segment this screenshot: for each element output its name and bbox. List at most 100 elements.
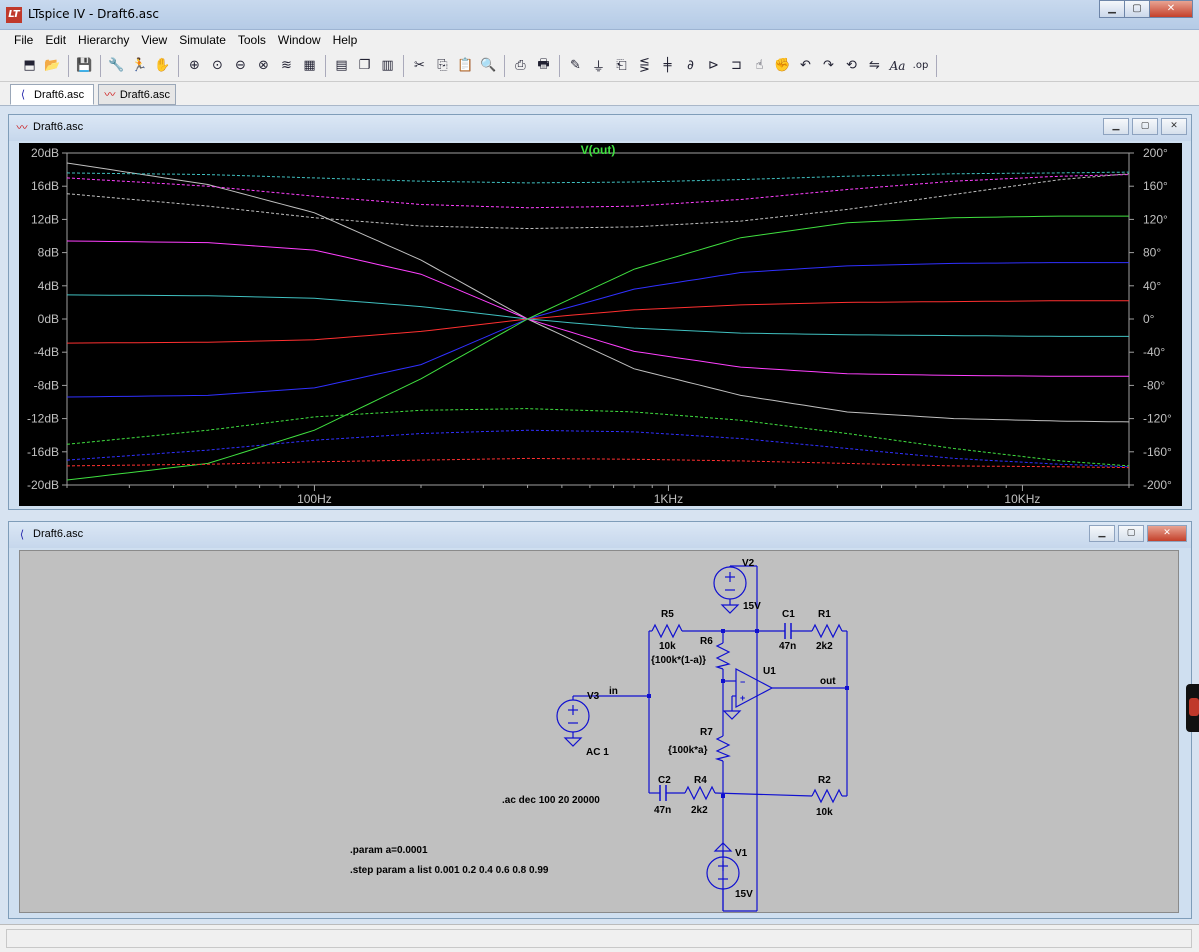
menu-window[interactable]: Window bbox=[277, 33, 321, 47]
series-3-magnitude bbox=[66, 300, 1129, 344]
y2-tick-label: 40° bbox=[1143, 279, 1161, 293]
zoom-pan-icon[interactable]: ⊙ bbox=[212, 58, 223, 73]
schematic-svg[interactable]: − + V2 15V V3 AC 1 V1 15V R5 10k R6 {100… bbox=[20, 551, 1180, 914]
menu-view[interactable]: View bbox=[141, 33, 168, 47]
y2-tick-label: -120° bbox=[1143, 412, 1172, 426]
redo-icon[interactable]: ↷ bbox=[823, 58, 834, 73]
y2-tick-label: 0° bbox=[1143, 312, 1155, 326]
y-tick-label: -4dB bbox=[34, 345, 59, 359]
resistor-r4 bbox=[684, 785, 716, 801]
schematic-close-button[interactable]: ✕ bbox=[1147, 525, 1187, 542]
tab-waveform[interactable]: 〰 Draft6.asc bbox=[98, 84, 176, 105]
paste-icon[interactable]: 📋 bbox=[457, 58, 474, 73]
plot-window-titlebar[interactable]: 〰 Draft6.asc ▁ ▢ ✕ bbox=[9, 115, 1191, 141]
y-tick-label: 8dB bbox=[38, 246, 59, 260]
print-icon[interactable]: 🖶 bbox=[537, 56, 550, 72]
voltage-source-v1[interactable] bbox=[706, 842, 740, 911]
step-directive: .step param a list 0.001 0.2 0.4 0.6 0.8… bbox=[350, 865, 549, 876]
print-setup-icon[interactable]: ⎙ bbox=[515, 58, 526, 73]
menu-tools[interactable]: Tools bbox=[237, 33, 266, 47]
maximize-button[interactable]: ▢ bbox=[1124, 0, 1150, 18]
zoom-in-icon[interactable]: ⊕ bbox=[189, 58, 200, 73]
text-icon[interactable]: Aa bbox=[889, 58, 906, 73]
undo-icon[interactable]: ↶ bbox=[800, 58, 811, 73]
toolbar-separator bbox=[504, 54, 505, 77]
menu-edit[interactable]: Edit bbox=[45, 33, 67, 47]
rotate-icon[interactable]: ⟲ bbox=[846, 58, 857, 73]
drag-icon[interactable]: ✊ bbox=[774, 58, 791, 73]
schematic-maximize-button[interactable]: ▢ bbox=[1118, 525, 1144, 542]
halt-icon[interactable]: ✋ bbox=[154, 58, 171, 73]
tile-horizontal-icon[interactable]: ▤ bbox=[335, 58, 348, 73]
voltage-source-v2[interactable] bbox=[713, 566, 747, 614]
diode-icon[interactable]: ⊳ bbox=[708, 58, 719, 73]
menu-file[interactable]: File bbox=[14, 33, 34, 47]
plot-minimize-button[interactable]: ▁ bbox=[1103, 118, 1129, 135]
y2-tick-label: -200° bbox=[1143, 478, 1172, 492]
copy-icon[interactable]: ⎘ bbox=[437, 58, 448, 73]
run-icon[interactable]: 🏃 bbox=[131, 58, 148, 73]
toolbar: ⬒ 📂 💾 🔧 🏃 ✋ ⊕ ⊙ ⊖ ⊗ ≋ ▦ ▤ ❐ ▥ ✂ ⎘ 📋 🔍 ⎙ 🖶 ✎ ⏚ ⎗ ⋚ ╪ ∂ ⊳ ⊐ ☝ ✊ ↶ ↷ ⟲ ⇋ Aa .op bbox=[0, 50, 1199, 82]
zoom-out-icon[interactable]: ⊖ bbox=[235, 58, 246, 73]
schematic-canvas[interactable]: − + V2 15V V3 AC 1 V1 15V R5 10k R6 {100… bbox=[19, 550, 1179, 913]
r2-name: R2 bbox=[818, 775, 831, 786]
mirror-icon[interactable]: ⇋ bbox=[869, 58, 880, 73]
find-icon[interactable]: 🔍 bbox=[480, 58, 497, 73]
wire-icon[interactable]: ✎ bbox=[570, 58, 581, 73]
r2-value: 10k bbox=[816, 807, 833, 818]
save-icon[interactable]: 💾 bbox=[76, 58, 93, 73]
x-tick-label: 1KHz bbox=[654, 492, 683, 506]
waveform-svg[interactable]: 20dB16dB12dB8dB4dB0dB-4dB-8dB-12dB-16dB-… bbox=[19, 143, 1182, 506]
label-icon[interactable]: ⎗ bbox=[616, 58, 627, 73]
zoom-fit-icon[interactable]: ⊗ bbox=[258, 58, 269, 73]
minimize-button[interactable]: ▁ bbox=[1099, 0, 1125, 18]
r4-value: 2k2 bbox=[691, 805, 708, 816]
open-icon[interactable]: 📂 bbox=[44, 58, 61, 73]
capacitor-icon[interactable]: ╪ bbox=[663, 58, 672, 73]
new-schematic-icon[interactable]: ⬒ bbox=[23, 58, 36, 73]
autorange-icon[interactable]: ≋ bbox=[281, 58, 292, 73]
schematic-minimize-button[interactable]: ▁ bbox=[1089, 525, 1115, 542]
resistor-r5 bbox=[651, 623, 683, 639]
series-6-phase bbox=[66, 171, 1130, 184]
y2-tick-label: 80° bbox=[1143, 246, 1161, 260]
spice-directive-icon[interactable]: .op bbox=[912, 60, 929, 71]
schematic-window-titlebar[interactable]: ⟨ Draft6.asc ▁ ▢ ✕ bbox=[9, 522, 1191, 548]
plot-close-button[interactable]: ✕ bbox=[1161, 118, 1187, 135]
grid-icon[interactable]: ▦ bbox=[303, 58, 316, 73]
status-text-area bbox=[6, 929, 1192, 948]
c2-name: C2 bbox=[658, 775, 671, 786]
edge-widget-icon[interactable] bbox=[1186, 684, 1199, 732]
resistor-r7 bbox=[714, 735, 731, 762]
component-icon[interactable]: ⊐ bbox=[731, 58, 742, 73]
v3-value: AC 1 bbox=[586, 747, 609, 758]
waveform-icon: 〰 bbox=[104, 88, 116, 101]
plot-maximize-button[interactable]: ▢ bbox=[1132, 118, 1158, 135]
cut-icon[interactable]: ✂ bbox=[414, 58, 425, 73]
status-bar bbox=[0, 924, 1199, 952]
ground-icon[interactable]: ⏚ bbox=[591, 60, 605, 75]
y-tick-label: 0dB bbox=[38, 312, 59, 326]
menu-help[interactable]: Help bbox=[332, 33, 358, 47]
move-icon[interactable]: ☝ bbox=[755, 58, 764, 73]
voltage-source-v3[interactable] bbox=[556, 695, 590, 747]
toolbar-separator bbox=[178, 54, 179, 77]
cascade-icon[interactable]: ❐ bbox=[358, 58, 371, 73]
menu-simulate[interactable]: Simulate bbox=[179, 33, 226, 47]
tab-schematic[interactable]: ⟨ Draft6.asc bbox=[10, 84, 94, 105]
tile-vertical-icon[interactable]: ▥ bbox=[381, 58, 394, 73]
y-tick-label: -16dB bbox=[27, 445, 59, 459]
y2-tick-label: 200° bbox=[1143, 146, 1168, 160]
resistor-icon[interactable]: ⋚ bbox=[639, 58, 650, 73]
control-panel-icon[interactable]: 🔧 bbox=[108, 58, 125, 73]
series-0-magnitude bbox=[66, 162, 1130, 423]
r7-name: R7 bbox=[700, 727, 713, 738]
opamp-u1[interactable]: − + bbox=[722, 668, 774, 720]
series-9-phase bbox=[66, 408, 1130, 467]
plot-window-title: Draft6.asc bbox=[33, 121, 84, 133]
inductor-icon[interactable]: ∂ bbox=[687, 58, 694, 73]
menu-hierarchy[interactable]: Hierarchy bbox=[78, 33, 130, 47]
close-button[interactable]: ✕ bbox=[1149, 0, 1193, 18]
waveform-icon: 〰 bbox=[16, 121, 28, 134]
